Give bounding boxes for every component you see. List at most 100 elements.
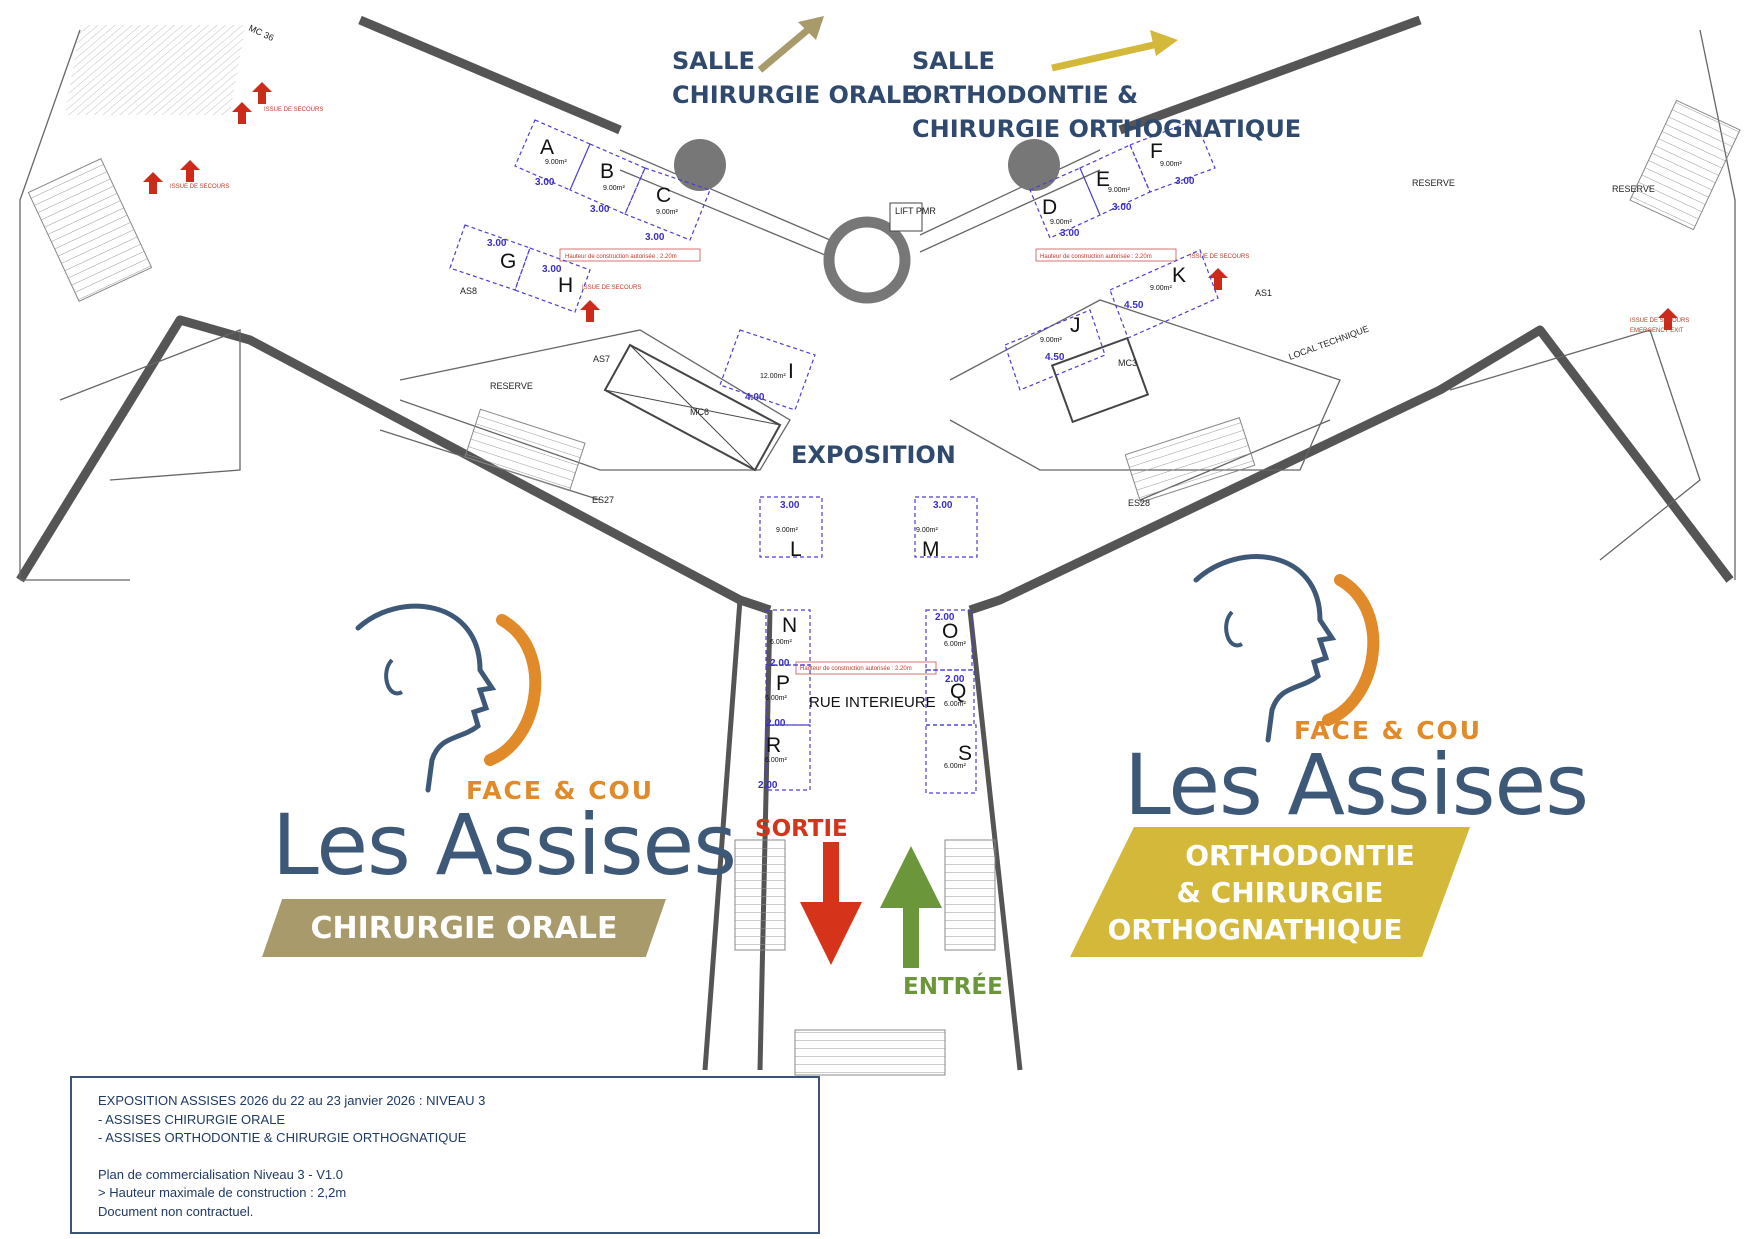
svg-text:3.00: 3.00 <box>1060 228 1080 239</box>
logo-right-subtitle: FACE & COU <box>1294 716 1483 745</box>
arrow-salle-ortho <box>1051 40 1159 72</box>
svg-text:6.00m²: 6.00m² <box>944 701 966 708</box>
pillar <box>1008 139 1060 191</box>
entree-arrow <box>880 846 942 968</box>
svg-text:4.50: 4.50 <box>1045 352 1065 363</box>
rue-interieure-label: RUE INTERIEURE <box>809 694 936 711</box>
svg-text:12.00m²: 12.00m² <box>760 373 786 380</box>
arrow-salle-oral-head <box>798 16 824 40</box>
stand-letter: I <box>788 360 794 383</box>
stairs <box>794 1029 946 1076</box>
stand-letter: P <box>776 672 790 695</box>
room-label-local: LOCAL TECHNIQUE <box>1287 324 1370 362</box>
mc6-block: MC6 <box>603 343 782 472</box>
stand-letter: M <box>922 538 940 561</box>
emergency-label: ISSUE DE SECOURS <box>1630 318 1689 324</box>
lift-label: LIFT PMR <box>895 206 936 216</box>
svg-text:2.00: 2.00 <box>935 612 955 623</box>
stand-letter: A <box>540 136 554 159</box>
svg-text:3.00: 3.00 <box>1112 202 1132 213</box>
svg-text:9.00m²: 9.00m² <box>1160 161 1182 168</box>
logo-left-title: Les Assises <box>272 796 737 894</box>
stands <box>449 119 1219 794</box>
stand-letter: L <box>790 538 802 561</box>
entree-label: ENTRÉE <box>903 974 1003 1000</box>
svg-text:2.00: 2.00 <box>766 718 786 729</box>
logo-right-title: Les Assises <box>1124 736 1589 834</box>
salle-chirurgie-orale-label: SALLE CHIRURGIE ORALE <box>672 47 918 109</box>
room-label-reserve: RESERVE <box>1612 184 1655 194</box>
stand-letter: D <box>1042 196 1057 219</box>
pillar <box>674 139 726 191</box>
logo-left-banner: CHIRURGIE ORALE <box>262 899 666 957</box>
svg-text:3.00: 3.00 <box>590 204 610 215</box>
svg-text:9.00m²: 9.00m² <box>1108 187 1130 194</box>
building-walls <box>16 15 1734 1071</box>
svg-text:6.00m²: 6.00m² <box>944 763 966 770</box>
svg-text:4.50: 4.50 <box>1124 300 1144 311</box>
svg-text:3.00: 3.00 <box>487 238 507 249</box>
stand-letter: B <box>600 160 614 183</box>
info-line: EXPOSITION ASSISES 2026 du 22 au 23 janv… <box>98 1093 486 1108</box>
hatched-area <box>64 25 246 115</box>
svg-text:2.00: 2.00 <box>770 658 790 669</box>
stairs <box>944 839 996 951</box>
info-line: - ASSISES ORTHODONTIE & CHIRURGIE ORTHOG… <box>98 1130 467 1145</box>
svg-text:6.00m²: 6.00m² <box>765 757 787 764</box>
room-label-as7: AS7 <box>593 354 610 364</box>
svg-text:4.00: 4.00 <box>745 392 765 403</box>
svg-text:9.00m²: 9.00m² <box>656 209 678 216</box>
svg-text:9.00m²: 9.00m² <box>603 185 625 192</box>
stairs <box>1629 99 1741 231</box>
height-note: Hauteur de construction autorisée : 2.20… <box>565 254 677 260</box>
svg-text:6.00m²: 6.00m² <box>770 639 792 646</box>
mc3-block <box>1050 336 1150 424</box>
stand-letter: N <box>782 614 797 637</box>
room-label-mc6: MC6 <box>690 407 709 417</box>
stand-letter: J <box>1070 314 1081 337</box>
rotunda <box>823 216 911 304</box>
svg-text:9.00m²: 9.00m² <box>1050 219 1072 226</box>
room-label-reserve: RESERVE <box>490 381 533 391</box>
stand-letter: G <box>500 250 516 273</box>
stand-letter: O <box>942 620 958 643</box>
svg-text:3.00: 3.00 <box>542 264 562 275</box>
stand-letter: K <box>1172 264 1186 287</box>
stand-letter: S <box>958 742 972 765</box>
height-note: Hauteur de construction autorisée : 2.20… <box>800 666 912 672</box>
stand-dimensions: 3.00 3.00 3.00 3.00 3.00 3.00 3.00 3.00 … <box>487 159 1195 791</box>
stairs <box>464 408 586 492</box>
svg-text:9.00m²: 9.00m² <box>1150 285 1172 292</box>
arrow-salle-oral <box>757 25 813 73</box>
stand-letter: Q <box>950 680 966 703</box>
logo-right-banner: ORTHODONTIE & CHIRURGIE ORTHOGNATHIQUE <box>1070 827 1470 957</box>
logo-left-subtitle: FACE & COU <box>466 776 655 805</box>
stairs <box>27 158 153 302</box>
stand-letter: H <box>558 274 573 297</box>
emergency-label: EMERGENCY EXIT <box>1630 328 1684 334</box>
stand-letter: F <box>1150 140 1163 163</box>
info-line: Document non contractuel. <box>98 1203 254 1219</box>
svg-text:9.00m²: 9.00m² <box>1040 337 1062 344</box>
svg-text:3.00: 3.00 <box>780 500 800 511</box>
room-label-as1: AS1 <box>1255 288 1272 298</box>
sortie-label: SORTIE <box>755 816 848 842</box>
room-label-es27: ES27 <box>592 495 614 505</box>
room-label-es28: ES28 <box>1128 498 1150 508</box>
lift <box>889 202 923 232</box>
emergency-label: ISSUE DE SECOURS <box>1190 254 1249 260</box>
sortie-arrow <box>800 842 862 965</box>
exposition-label: EXPOSITION <box>791 441 956 469</box>
svg-text:6.00m²: 6.00m² <box>944 641 966 648</box>
svg-text:9.00m²: 9.00m² <box>545 159 567 166</box>
emergency-label: ISSUE DE SECOURS <box>264 107 323 113</box>
arrow-salle-ortho-head <box>1150 30 1178 56</box>
svg-text:3.00: 3.00 <box>1175 176 1195 187</box>
svg-text:3.00: 3.00 <box>645 232 665 243</box>
svg-text:9.00m²: 9.00m² <box>776 527 798 534</box>
info-line: Plan de commercialisation Niveau 3 - V1.… <box>98 1166 343 1182</box>
info-box: EXPOSITION ASSISES 2026 du 22 au 23 janv… <box>70 1076 820 1234</box>
room-label-reserve: RESERVE <box>1412 178 1455 188</box>
logo-right-head-icon <box>1193 554 1380 743</box>
